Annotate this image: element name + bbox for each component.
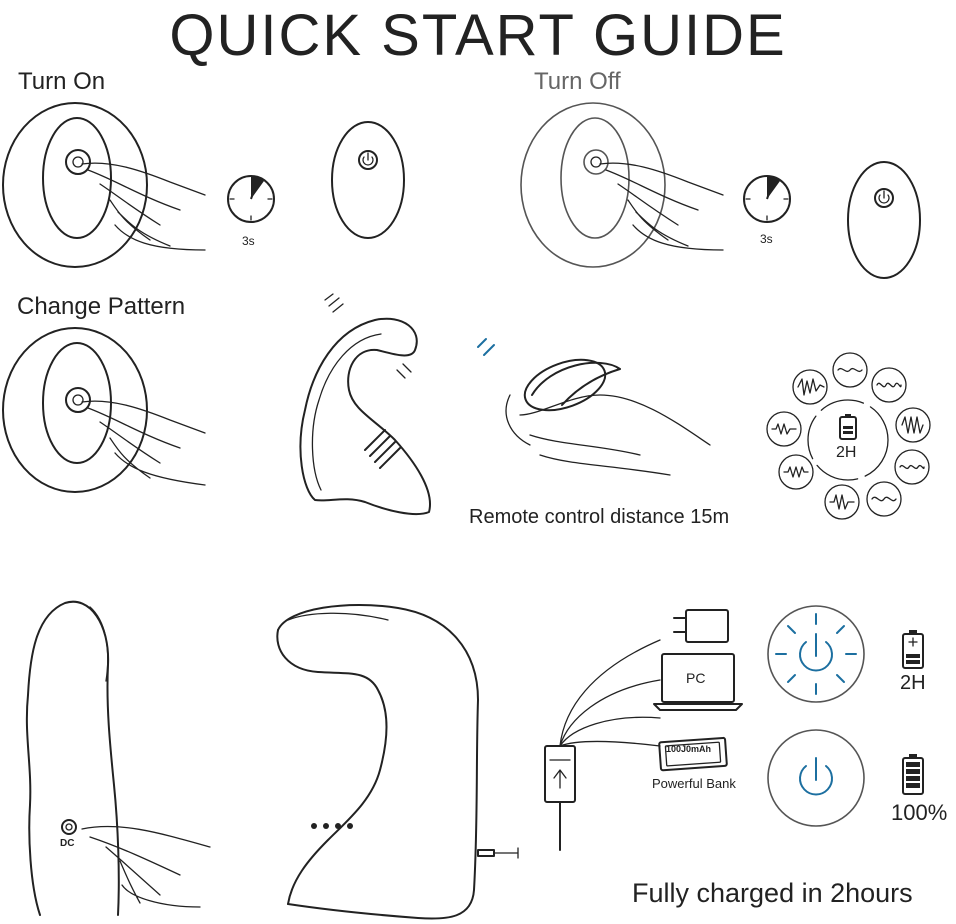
pattern-option-9 [766, 411, 802, 447]
turn-off-heading: Turn Off [534, 68, 621, 95]
pattern-option-8 [778, 454, 814, 490]
page-title: QUICK START GUIDE [169, 3, 787, 68]
remote-turn-on-illustration [331, 121, 405, 239]
fully-charged-indicator [767, 729, 865, 827]
device-base-change-pattern-illustration [2, 327, 206, 493]
usb-cable-illustration [544, 639, 661, 851]
massager-charging-illustration [276, 603, 519, 920]
battery-icon-wheel [839, 414, 857, 440]
device-side-dc-port-illustration [25, 600, 211, 916]
pattern-wheel [766, 352, 931, 520]
power-bank-icon [658, 736, 728, 772]
change-pattern-heading: Change Pattern [17, 293, 186, 320]
device-base-turn-off-illustration [520, 102, 724, 268]
laptop-icon [653, 653, 743, 711]
battery-charging-label: 2H [900, 672, 926, 694]
charging-caption: Fully charged in 2hours [632, 878, 913, 908]
pattern-option-1 [792, 369, 828, 405]
massager-vibrating-illustration [299, 293, 431, 516]
pattern-option-4 [895, 407, 931, 443]
pattern-option-3 [871, 367, 907, 403]
battery-icon-charging [902, 630, 924, 669]
pattern-option-5 [894, 449, 930, 485]
battery-icon-full [902, 754, 924, 795]
pattern-wheel-battery-label: 2H [836, 444, 857, 461]
timer-label-off: 3s [760, 232, 773, 246]
battery-full-label: 100% [891, 800, 948, 825]
pattern-option-7 [824, 484, 860, 520]
remote-turn-off-illustration [847, 161, 921, 279]
charging-indicator [767, 605, 865, 703]
turn-on-heading: Turn On [18, 68, 106, 95]
power-bank-label: Powerful Bank [652, 776, 736, 791]
device-base-turn-on-illustration [2, 102, 206, 268]
adapter-icon [673, 609, 729, 643]
dc-port-label: DC [60, 838, 75, 849]
power-bank-capacity: 100J0mAh [666, 744, 712, 754]
timer-label-on: 3s [242, 234, 255, 248]
pattern-option-6 [866, 481, 902, 517]
timer-icon [227, 175, 275, 223]
remote-distance-caption: Remote control distance 15m [469, 506, 730, 528]
timer-icon-off [743, 175, 791, 223]
pattern-option-2 [832, 352, 868, 388]
pc-label: PC [686, 670, 706, 686]
remote-in-hand-illustration [477, 338, 711, 476]
